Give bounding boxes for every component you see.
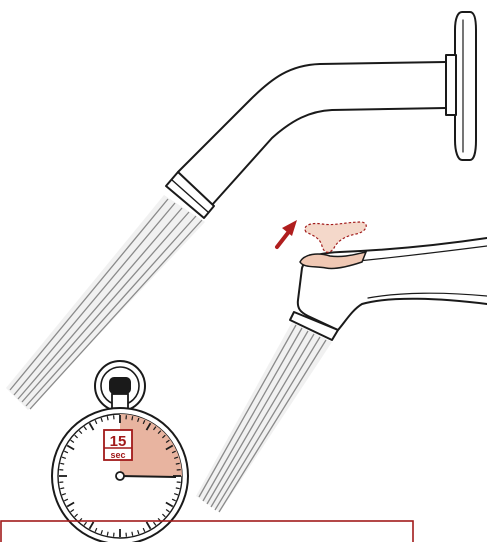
diverter-knob-raised [304, 221, 367, 253]
timer-tick [153, 521, 157, 526]
timer-tick [70, 439, 75, 443]
wall-flange [454, 11, 477, 161]
timer-tick [94, 420, 98, 425]
timer-tick [153, 426, 157, 431]
timer-tick [74, 434, 79, 439]
timer-tick [171, 498, 176, 502]
timer-tick [88, 422, 95, 431]
timer-tick [94, 527, 98, 532]
timer-tick [145, 521, 152, 530]
callout-box [0, 520, 414, 542]
timer-tick [165, 509, 170, 513]
timer-tick [142, 527, 146, 532]
timer-tick [171, 450, 176, 454]
timer-tick [145, 422, 152, 431]
timer-tick [88, 521, 95, 530]
timer-tick [60, 487, 65, 490]
timer-tick [61, 493, 66, 496]
timer-label-box [103, 429, 133, 461]
up-right-arrow-icon [275, 220, 297, 249]
timer-hand [119, 475, 177, 478]
timer-tick [175, 487, 180, 490]
timer-tick [100, 530, 103, 535]
timer-tick [175, 462, 180, 465]
timer-tick [60, 462, 65, 465]
timer-tick [66, 501, 75, 508]
timer-tick [106, 416, 109, 421]
timer-seconds: 15 [110, 433, 127, 450]
stopwatch-icon: 15 sec [51, 360, 189, 542]
timer-tick [100, 417, 103, 422]
shower-head [165, 11, 477, 219]
timer-tick [131, 416, 134, 421]
timer-tick [70, 509, 75, 513]
timer-tick [137, 530, 140, 535]
timer-tick [165, 444, 174, 451]
timer-tick [174, 493, 179, 496]
timer-tick [161, 513, 166, 518]
timer-unit: sec [110, 450, 125, 460]
timer-tick [131, 531, 134, 536]
shower-arm [177, 61, 447, 173]
timer-tick [106, 531, 109, 536]
timer-tick [64, 498, 69, 502]
timer-tick [83, 426, 87, 431]
timer-tick [74, 513, 79, 518]
timer-ticks [59, 415, 181, 537]
timer-tick [78, 430, 83, 435]
timer-tick [157, 430, 162, 435]
timer-tick [64, 450, 69, 454]
timer-tick [174, 456, 179, 459]
timer-tick [61, 456, 66, 459]
timer-elapsed-sector [120, 414, 182, 476]
timer-tick [83, 521, 87, 526]
timer-tick [137, 417, 140, 422]
timer-tick [165, 501, 174, 508]
shower-spray [6, 195, 205, 410]
timer-tick [142, 420, 146, 425]
timer-tick [161, 434, 166, 439]
timer-tick [165, 439, 170, 443]
spout-spray [196, 322, 332, 513]
timer-tick [66, 444, 75, 451]
diverter-knob [299, 250, 368, 270]
